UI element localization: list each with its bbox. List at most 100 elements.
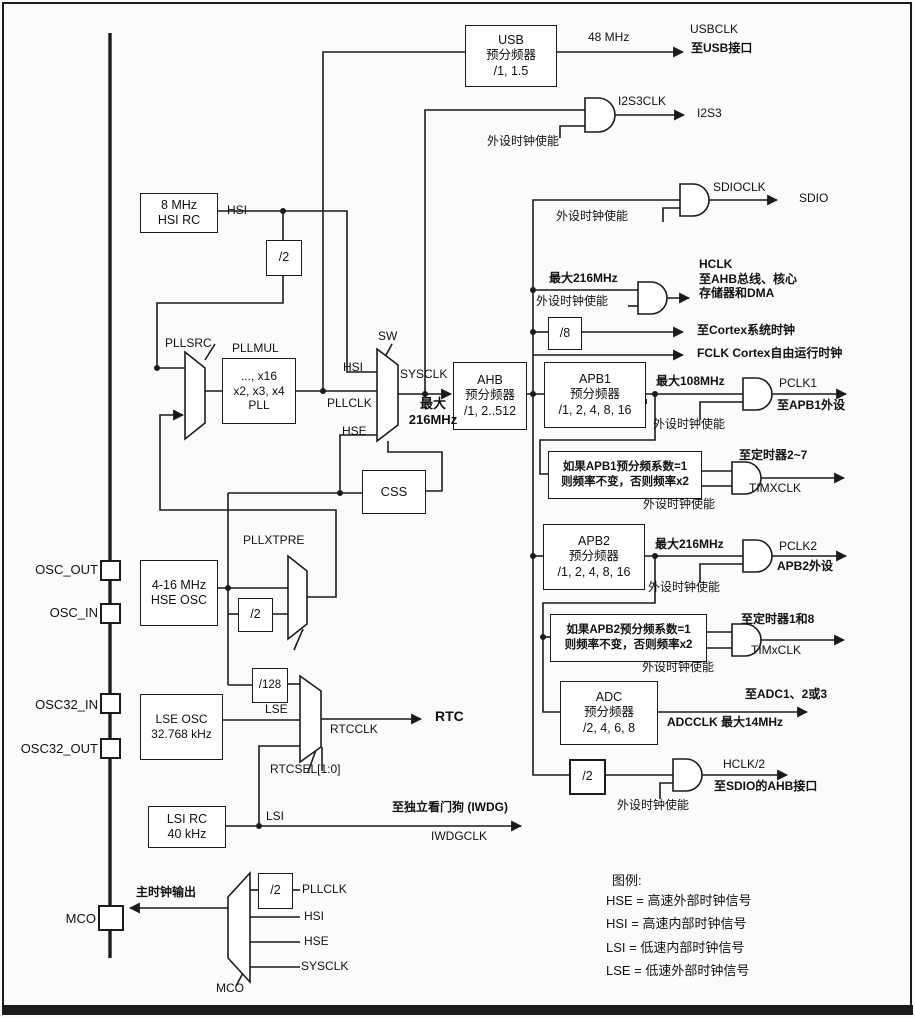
iwdgclk-label: IWDGCLK [431, 829, 488, 843]
osc-out-pin-label: OSC_OUT [35, 562, 98, 577]
i2s3-enable-label: 外设时钟使能 [487, 134, 560, 148]
mco-div2-box: /2 [258, 873, 293, 909]
osc32-out-pin-label: OSC32_OUT [20, 741, 98, 756]
tim18-enable-label: 外设时钟使能 [642, 660, 715, 674]
pllmul-label: PLLMUL [232, 341, 279, 355]
sdio-enable-label: 外设时钟使能 [556, 209, 629, 223]
pll-box: ..., x16 x2, x3, x4 PLL [222, 358, 296, 424]
apb2-x2-note-box: 如果APB2预分频系数=1 则频率不变，否则频率x2 [550, 614, 707, 662]
rtc-label: RTC [435, 708, 464, 724]
osc32-in-pin [100, 693, 121, 714]
adc-prescaler-box: ADC 预分频器 /2, 4, 6, 8 [560, 681, 658, 745]
mco-mux-label: MCO [216, 981, 244, 995]
tim18-target-label: 至定时器1和8 [741, 612, 815, 626]
pclk1-label: PCLK1 [779, 376, 818, 390]
legend-item-lsi: LSI = 低速内部时钟信号 [606, 940, 745, 955]
lse-net-label: LSE [265, 702, 288, 716]
hclk-enable-label: 外设时钟使能 [536, 294, 609, 308]
tim27-and-gate [731, 461, 762, 495]
sysclk-max-label: 最大 216MHz [408, 396, 458, 427]
sw-mux [376, 347, 399, 443]
timxclk-apb2-label: TIMxCLK [751, 643, 802, 657]
ahb-prescaler-box: AHB 预分频器 /1, 2..512 [453, 362, 527, 430]
mco-output-label: 主时钟输出 [136, 885, 197, 899]
timxclk-apb1-label: TIMXCLK [749, 481, 802, 495]
hsi-net-label: HSI [227, 203, 248, 217]
legend-item-lse: LSE = 低速外部时钟信号 [606, 963, 750, 978]
adc-target-label: 至ADC1、2或3 [745, 687, 828, 701]
apb2-prescaler-box: APB2 预分频器 /1, 2, 4, 8, 16 [543, 524, 645, 590]
apb1-x2-note-box: 如果APB1预分频系数=1 则频率不变，否则频率x2 [548, 451, 702, 499]
rtcsel-label: RTCSEL[1:0] [270, 762, 341, 776]
legend-item-hse: HSE = 高速外部时钟信号 [606, 893, 752, 908]
osc32-in-pin-label: OSC32_IN [35, 697, 98, 712]
sdioclk-label: SDIOCLK [713, 180, 766, 194]
usb-prescaler-box: USB 预分频器 /1, 1.5 [465, 25, 557, 87]
fclk-label: FCLK Cortex自由运行时钟 [697, 346, 843, 360]
pllxtpre-label: PLLXTPRE [243, 533, 305, 547]
mco-sysclk-label: SYSCLK [301, 959, 349, 973]
hse-osc-box: 4-16 MHz HSE OSC [140, 560, 218, 626]
hclk-max-label: 最大216MHz [549, 271, 618, 285]
mco-pllclk-label: PLLCLK [302, 882, 347, 896]
pclk2-label: PCLK2 [779, 539, 818, 553]
sysclk-label: SYSCLK [400, 367, 448, 381]
apb1-prescaler-box: APB1 预分频器 /1, 2, 4, 8, 16 [544, 362, 646, 428]
tim27-target-label: 至定时器2~7 [739, 448, 808, 462]
legend-item-hsi: HSI = 高速内部时钟信号 [606, 916, 747, 931]
i2s3clk-label: I2S3CLK [618, 94, 667, 108]
osc32-out-pin [100, 738, 121, 759]
apb2-target-label: APB2外设 [777, 559, 834, 573]
sdio-div2-box: /2 [569, 759, 606, 795]
mco-pin [98, 905, 124, 931]
diagram-border-bottom [2, 1005, 913, 1015]
apb1-target-label: 至APB1外设 [777, 398, 846, 412]
hclk-and-gate [637, 281, 668, 315]
osc-in-pin-label: OSC_IN [49, 605, 98, 620]
pllsrc-mux [184, 350, 206, 441]
sdio-ahb-enable-label: 外设时钟使能 [617, 798, 690, 812]
usb-48mhz-label: 48 MHz [588, 30, 630, 44]
tim27-enable-label: 外设时钟使能 [643, 497, 716, 511]
pclk2-and-gate [742, 539, 773, 573]
pclk1-and-gate [742, 377, 773, 411]
sdio-ahb-target-label: 至SDIO的AHB接口 [714, 779, 818, 793]
pllxtpre-mux [287, 554, 308, 641]
pllsrc-label: PLLSRC [165, 336, 212, 350]
cortex-div8-box: /8 [548, 317, 582, 350]
iwdg-target-label: 至独立看门狗 (IWDG) [392, 800, 508, 814]
sdio-label: SDIO [799, 191, 829, 205]
mco-hse-label: HSE [304, 934, 329, 948]
apb1-max-label: 最大108MHz [656, 374, 725, 388]
sw-hse-label: HSE [342, 424, 367, 438]
sdio-ahb-and-gate [672, 758, 703, 792]
mco-pin-label: MCO [65, 911, 96, 926]
lsi-net-label: LSI [266, 809, 285, 823]
mco-hsi-label: HSI [304, 909, 325, 923]
legend-title: 图例: [612, 873, 642, 888]
sw-label: SW [378, 329, 398, 343]
tim18-and-gate [731, 623, 762, 657]
hse-div128-box: /128 [252, 668, 288, 703]
hclk-div2-label: HCLK/2 [723, 757, 766, 771]
hse-div2-box: /2 [238, 598, 273, 632]
rtcclk-label: RTCCLK [330, 722, 378, 736]
i2s3-label: I2S3 [697, 106, 722, 120]
cortex-clock-label: 至Cortex系统时钟 [697, 323, 796, 337]
pclk2-enable-label: 外设时钟使能 [648, 580, 721, 594]
mco-mux [227, 870, 251, 985]
adcclk-label: ADCCLK 最大14MHz [667, 715, 784, 729]
to-usb-label: 至USB接口 [691, 41, 753, 55]
pllclk-label: PLLCLK [327, 396, 372, 410]
osc-in-pin [100, 603, 121, 624]
hsi-rc-box: 8 MHz HSI RC [140, 193, 218, 233]
hsi-div2-box: /2 [266, 240, 302, 276]
i2s3-and-gate [584, 97, 616, 133]
css-box: CSS [362, 470, 426, 514]
junction-dots [154, 208, 658, 829]
pclk1-enable-label: 外设时钟使能 [653, 417, 726, 431]
sw-hsi-label: HSI [343, 360, 364, 374]
